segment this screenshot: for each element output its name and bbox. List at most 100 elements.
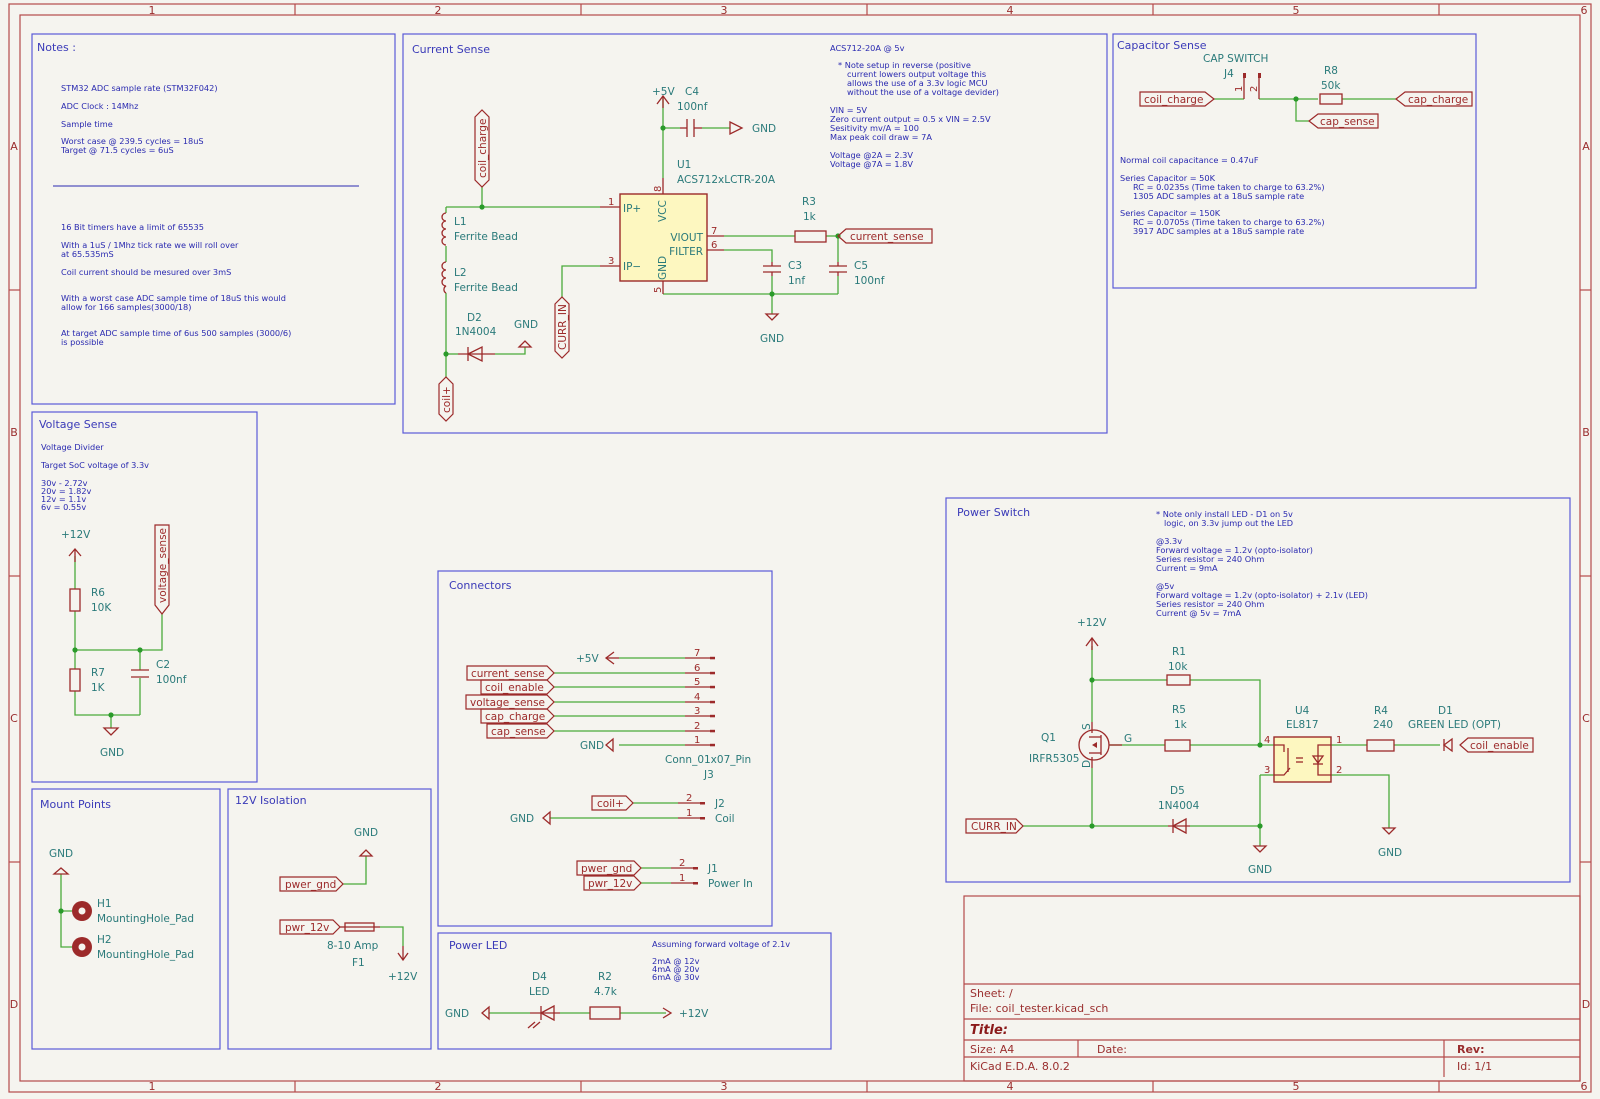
svg-text:current_sense: current_sense — [850, 231, 924, 243]
capacitor-c2[interactable]: C2 100nf — [131, 659, 187, 686]
capacitor-c4[interactable]: C4 100nf — [677, 86, 708, 137]
label-pwer-gnd[interactable]: pwer_gnd — [576, 860, 642, 876]
power-12v-symbol[interactable]: +12V — [1077, 617, 1107, 650]
note-text: Assuming forward voltage of 2.1v — [652, 939, 790, 949]
gnd-symbol[interactable]: GND — [514, 319, 538, 348]
voltage-sense-section: Voltage Sense Voltage Divider Target SoC… — [31, 411, 258, 783]
row-label: A — [10, 140, 18, 153]
gnd-symbol[interactable]: GND — [354, 827, 378, 857]
label-coil-enable[interactable]: coil_enable — [1459, 737, 1534, 753]
size-label: Size: A4 — [970, 1043, 1014, 1056]
section-title: Mount Points — [40, 798, 111, 811]
label-current-sense[interactable]: current_sense — [466, 665, 555, 681]
column-label: 6 — [1581, 4, 1588, 17]
fuse-f1[interactable]: 8-10 Amp F1 — [327, 922, 380, 969]
resistor-r8[interactable]: R8 50k — [1319, 65, 1343, 105]
label-coil-enable[interactable]: coil_enable — [480, 679, 555, 695]
label-pwr-12v[interactable]: pwr_12v — [279, 919, 341, 935]
svg-text:3: 3 — [1264, 765, 1270, 776]
gnd-symbol[interactable]: GND — [1378, 827, 1402, 859]
resistor-r4[interactable]: R4 240 — [1366, 705, 1395, 752]
inductor-l1[interactable]: L1 Ferrite Bead — [441, 212, 518, 246]
svg-text:5: 5 — [653, 287, 664, 293]
label-cap-charge[interactable]: cap_charge — [480, 708, 555, 724]
row-label: C — [1582, 712, 1590, 725]
label-coil-charge[interactable]: coil_charge — [1139, 91, 1215, 107]
led-d1[interactable]: D1 GREEN LED (OPT) — [1408, 705, 1501, 753]
svg-text:100nf: 100nf — [854, 275, 885, 287]
led-d4[interactable]: D4 LED — [527, 971, 560, 1029]
svg-text:8: 8 — [653, 186, 664, 192]
capacitor-c5[interactable]: C5 100nf — [829, 260, 885, 287]
resistor-r5[interactable]: R5 1k — [1164, 704, 1191, 752]
resistor-r6[interactable]: R6 10K — [69, 587, 112, 614]
junction — [443, 351, 449, 357]
optocoupler-u4[interactable]: U4 EL817 4 3 1 2 — [1264, 705, 1342, 783]
svg-text:R4: R4 — [1374, 705, 1388, 717]
note-text: allow for 166 samples(3000/18) — [61, 302, 191, 312]
power-5v-symbol[interactable]: +5V — [652, 86, 675, 108]
mounting-hole-h2[interactable]: H2 MountingHole_Pad — [72, 934, 194, 961]
label-coil-charge[interactable]: coil_charge — [474, 109, 490, 188]
pin-number: 6 — [694, 663, 700, 674]
svg-text:coil_enable: coil_enable — [1470, 740, 1529, 752]
gnd-symbol[interactable]: GND — [100, 727, 124, 759]
connector-j1[interactable]: 2 1 J1 Power In — [641, 858, 753, 890]
gnd-symbol[interactable]: GND — [510, 810, 551, 826]
svg-text:1nf: 1nf — [788, 275, 805, 287]
ic-u1-acs712[interactable]: U1 ACS712xLCTR-20A IP+ IP− VIOUT FILTER … — [600, 159, 776, 294]
label-cap-sense[interactable]: cap_sense — [486, 723, 555, 739]
note-text: * Note only install LED - D1 on 5v — [1156, 509, 1293, 519]
power-12v-symbol[interactable]: +12V — [61, 529, 91, 562]
svg-text:H2: H2 — [97, 934, 112, 946]
svg-text:Power In: Power In — [708, 878, 753, 890]
label-cap-charge[interactable]: cap_charge — [1395, 91, 1473, 107]
mosfet-q1[interactable]: Q1 IRFR5305 S D G — [1029, 722, 1132, 768]
junction — [479, 204, 485, 210]
diode-d2[interactable]: D2 1N4004 — [455, 312, 497, 363]
label-coil-plus[interactable]: coil+ — [591, 795, 634, 811]
capacitor-c3[interactable]: C3 1nf — [763, 260, 805, 287]
file-name: File: coil_tester.kicad_sch — [970, 1002, 1108, 1015]
power-5v-symbol[interactable]: +5V — [576, 651, 619, 665]
label-curr-in[interactable]: CURR_IN — [554, 296, 570, 359]
label-curr-in[interactable]: CURR_IN — [965, 818, 1024, 834]
label-voltage-sense[interactable]: voltage_sense — [465, 694, 555, 710]
gnd-symbol[interactable]: GND — [49, 848, 73, 875]
svg-text:current_sense: current_sense — [471, 668, 545, 680]
resistor-r2[interactable]: R2 4.7k — [589, 971, 621, 1020]
svg-text:pwr_12v: pwr_12v — [588, 878, 632, 890]
switch-j4[interactable]: CAP SWITCH J4 1 2 — [1203, 53, 1268, 99]
label-cap-sense[interactable]: cap_sense — [1308, 113, 1379, 129]
label-voltage-sense[interactable]: voltage_sense — [154, 524, 170, 615]
label-current-sense[interactable]: current_sense — [837, 228, 933, 244]
svg-text:1N4004: 1N4004 — [455, 326, 497, 338]
svg-text:4.7k: 4.7k — [594, 986, 618, 998]
svg-text:pwr_12v: pwr_12v — [285, 922, 329, 934]
gnd-symbol[interactable]: GND — [729, 120, 776, 136]
inductor-l2[interactable]: L2 Ferrite Bead — [441, 261, 518, 294]
connector-j2[interactable]: 2 1 J2 Coil — [550, 793, 735, 825]
sheet-frame: 1 2 3 4 5 6 1 2 3 4 5 6 A B C D A B C D — [8, 3, 1592, 1093]
diode-d5[interactable]: D5 1N4004 — [1158, 785, 1200, 835]
mounting-hole-h1[interactable]: H1 MountingHole_Pad — [72, 898, 194, 925]
svg-text:GND: GND — [354, 827, 378, 839]
gnd-symbol[interactable]: GND — [1248, 845, 1272, 876]
gnd-symbol[interactable]: GND — [760, 313, 784, 345]
label-pwer-gnd[interactable]: pwer_gnd — [279, 876, 344, 892]
label-coil-plus[interactable]: coil+ — [438, 376, 454, 422]
gnd-symbol[interactable]: GND — [445, 1005, 490, 1021]
resistor-r7[interactable]: R7 1K — [69, 667, 106, 694]
resistor-r3[interactable]: R3 1k — [794, 196, 827, 243]
note-text: 3917 ADC samples at a 18uS sample rate — [1133, 226, 1304, 236]
power-12v-symbol[interactable]: +12V — [662, 1007, 709, 1020]
gnd-symbol[interactable]: GND — [580, 737, 614, 753]
power-12v-symbol[interactable]: +12V — [388, 946, 418, 983]
note-text: RC = 0.0705s (Time taken to charge to 63… — [1133, 217, 1325, 227]
label-pwr-12v[interactable]: pwr_12v — [583, 875, 642, 891]
svg-text:1: 1 — [608, 197, 614, 208]
resistor-r1[interactable]: R1 10k — [1166, 646, 1191, 686]
svg-text:D5: D5 — [1170, 785, 1185, 797]
